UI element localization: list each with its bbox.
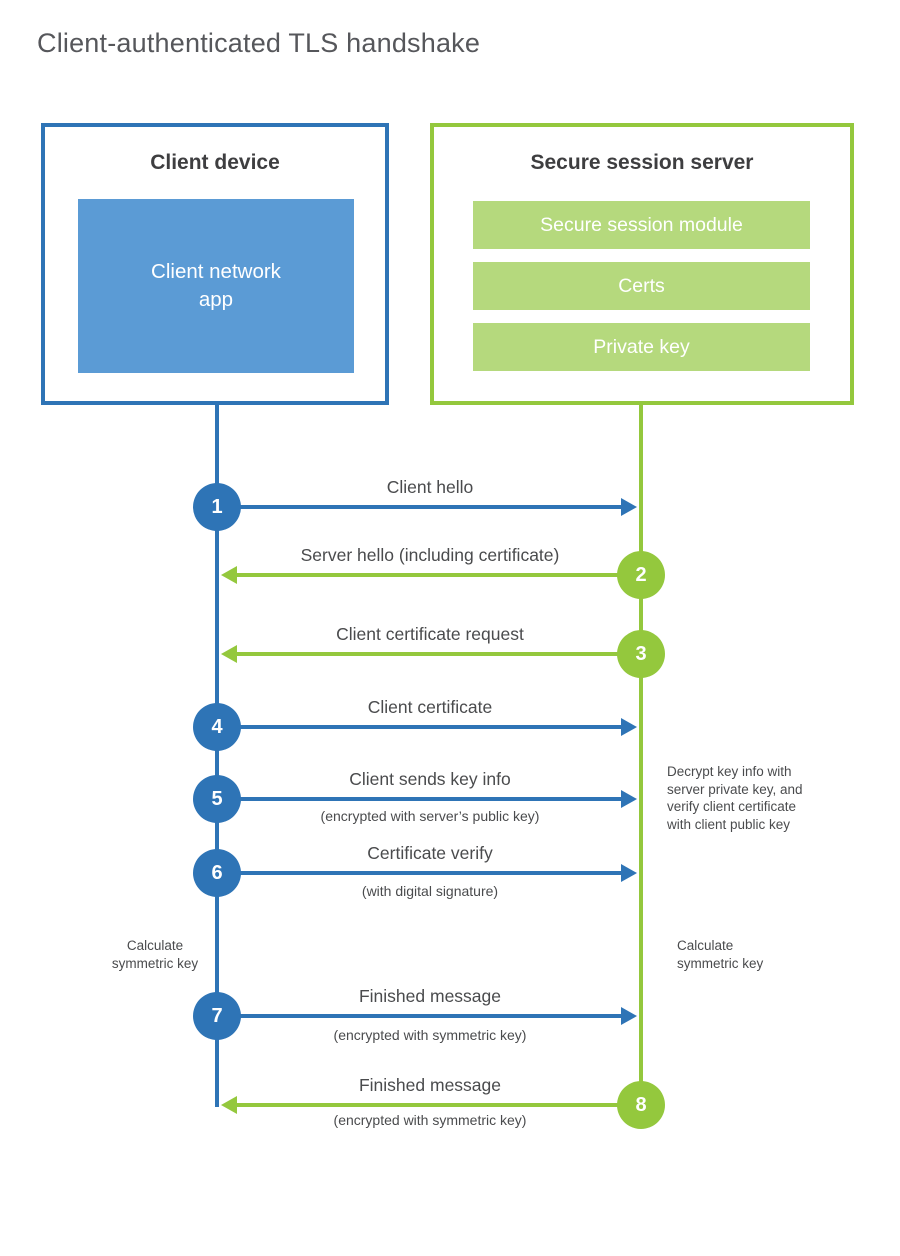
server-module-secure-session: Secure session module bbox=[473, 201, 810, 249]
arrow-shaft bbox=[240, 797, 622, 801]
flow-label: Server hello (including certificate) bbox=[300, 545, 560, 565]
flow-label: Certificate verify bbox=[367, 843, 493, 863]
secure-session-server-box: Secure session server Secure session mod… bbox=[430, 123, 854, 405]
page-title: Client-authenticated TLS handshake bbox=[37, 28, 481, 58]
flow-sublabel: (encrypted with symmetric key) bbox=[333, 1112, 527, 1128]
calculate-symmetric-key-note-server: Calculate symmetric key bbox=[677, 938, 764, 971]
step-badge-3: 3 bbox=[617, 630, 665, 678]
server-heading: Secure session server bbox=[530, 151, 754, 174]
arrow-head-right-icon bbox=[621, 718, 637, 736]
step-badge-6: 6 bbox=[193, 849, 241, 897]
arrow-shaft bbox=[240, 1014, 622, 1018]
flow-label: Finished message bbox=[358, 1075, 502, 1095]
flow-sublabel: (encrypted with server’s public key) bbox=[320, 808, 540, 824]
step-badge-7: 7 bbox=[193, 992, 241, 1040]
arrow-head-right-icon bbox=[621, 1007, 637, 1025]
arrow-head-left-icon bbox=[221, 566, 237, 584]
client-device-heading: Client device bbox=[150, 151, 280, 174]
server-lifeline bbox=[639, 403, 643, 1127]
server-module-private-key: Private key bbox=[473, 323, 810, 371]
arrow-shaft bbox=[240, 871, 622, 875]
flow-sublabel: (encrypted with symmetric key) bbox=[333, 1027, 527, 1043]
flow-label: Finished message bbox=[358, 986, 502, 1006]
arrow-head-right-icon bbox=[621, 498, 637, 516]
flow-label: Client certificate request bbox=[336, 624, 524, 644]
arrow-shaft bbox=[240, 505, 622, 509]
arrow-head-left-icon bbox=[221, 1096, 237, 1114]
step-badge-2: 2 bbox=[617, 551, 665, 599]
arrow-head-right-icon bbox=[621, 864, 637, 882]
arrow-head-left-icon bbox=[221, 645, 237, 663]
flow-label: Client sends key info bbox=[349, 769, 511, 789]
client-device-box: Client device Client network app bbox=[41, 123, 389, 405]
flow-label: Client hello bbox=[386, 477, 474, 497]
calculate-symmetric-key-note-client: Calculate symmetric key bbox=[111, 938, 199, 971]
arrow-shaft bbox=[237, 1103, 619, 1107]
flow-label: Client certificate bbox=[367, 697, 493, 717]
step-badge-4: 4 bbox=[193, 703, 241, 751]
step-badge-5: 5 bbox=[193, 775, 241, 823]
arrow-shaft bbox=[240, 725, 622, 729]
arrow-shaft bbox=[237, 573, 619, 577]
client-lifeline bbox=[215, 403, 219, 1107]
decrypt-key-note: Decrypt key info with server private key… bbox=[667, 764, 803, 832]
flow-sublabel: (with digital signature) bbox=[361, 883, 499, 899]
arrow-shaft bbox=[237, 652, 619, 656]
step-badge-8: 8 bbox=[617, 1081, 665, 1129]
client-network-app-box: Client network app bbox=[78, 199, 354, 373]
arrow-head-right-icon bbox=[621, 790, 637, 808]
server-module-certs: Certs bbox=[473, 262, 810, 310]
step-badge-1: 1 bbox=[193, 483, 241, 531]
